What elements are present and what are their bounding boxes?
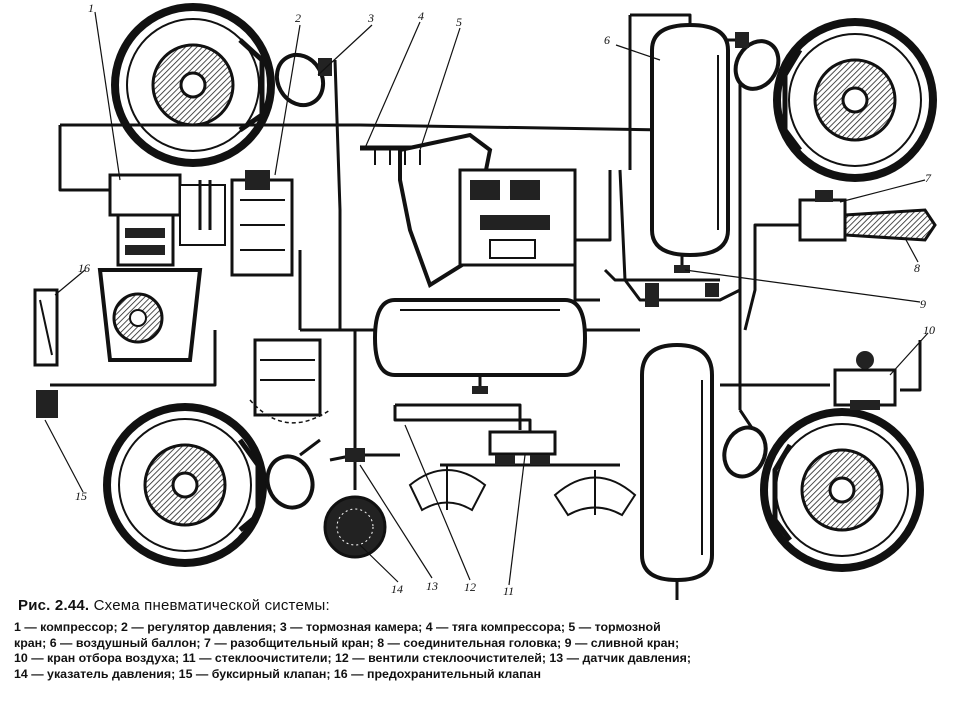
callout-16: 16 [78, 261, 90, 275]
callout-13: 13 [426, 579, 438, 593]
brake-drum-front-right [773, 18, 937, 182]
brake-chamber-rear-left [265, 454, 315, 510]
callout-7: 7 [925, 171, 932, 185]
pneumatic-system-diagram: 1 2 3 4 5 6 7 8 9 10 11 12 13 14 15 16 [33, 1, 937, 600]
legend-line: 14 — указатель давления; 15 — буксирный … [14, 666, 542, 681]
wiper-valves [488, 430, 557, 465]
drain-valves [645, 283, 719, 307]
tow-valve [36, 390, 58, 418]
air-tank-vertical-lower [640, 342, 714, 600]
isolating-valve [798, 190, 847, 242]
callout-3: 3 [367, 11, 374, 25]
compressor [97, 173, 226, 362]
figure-number: Рис. 2.44. [18, 597, 90, 614]
callout-12: 12 [464, 580, 476, 594]
callout-6: 6 [604, 33, 610, 47]
air-distributor [249, 338, 331, 424]
brake-drum-rear-left [103, 403, 267, 567]
brake-chamber-front-left [274, 52, 332, 108]
callout-leaders [44, 11, 929, 586]
callout-14: 14 [391, 582, 403, 596]
brake-drum-rear-right [760, 408, 924, 572]
callout-9: 9 [920, 297, 926, 311]
figure-legend: 1 — компрессор; 2 — регулятор давления; … [14, 620, 949, 682]
callout-4: 4 [418, 9, 424, 23]
figure-title: Схема пневматической системы: [93, 597, 330, 614]
figure-caption: Рис. 2.44. Схема пневматической системы: [18, 597, 330, 614]
brake-chamber-rear-right [722, 425, 768, 479]
air-tank-vertical-upper [650, 22, 730, 273]
pressure-regulator [230, 170, 294, 277]
safety-valve [33, 288, 59, 367]
brake-drum-front-left [111, 3, 275, 167]
callout-1: 1 [88, 1, 94, 15]
windshield-wiper-left [408, 465, 487, 512]
callout-15: 15 [75, 489, 87, 503]
callout-8: 8 [914, 261, 920, 275]
air-lines [50, 13, 922, 490]
legend-line: 1 — компрессор; 2 — регулятор давления; … [14, 620, 661, 634]
air-tank-horizontal [372, 298, 588, 394]
brake-valve [360, 132, 577, 289]
air-takeoff-valve [833, 351, 897, 410]
callout-11: 11 [503, 584, 514, 598]
callout-2: 2 [295, 11, 301, 25]
brake-chamber-front-right [733, 32, 781, 91]
pressure-gauge [323, 495, 387, 559]
callout-10: 10 [923, 323, 935, 337]
legend-line: кран; 6 — воздушный баллон; 7 — разобщит… [14, 635, 680, 650]
pressure-sensor [345, 448, 365, 462]
coupling-head [843, 208, 937, 242]
legend-line: 10 — кран отбора воздуха; 11 — стеклоочи… [14, 651, 692, 666]
callout-5: 5 [456, 15, 462, 29]
